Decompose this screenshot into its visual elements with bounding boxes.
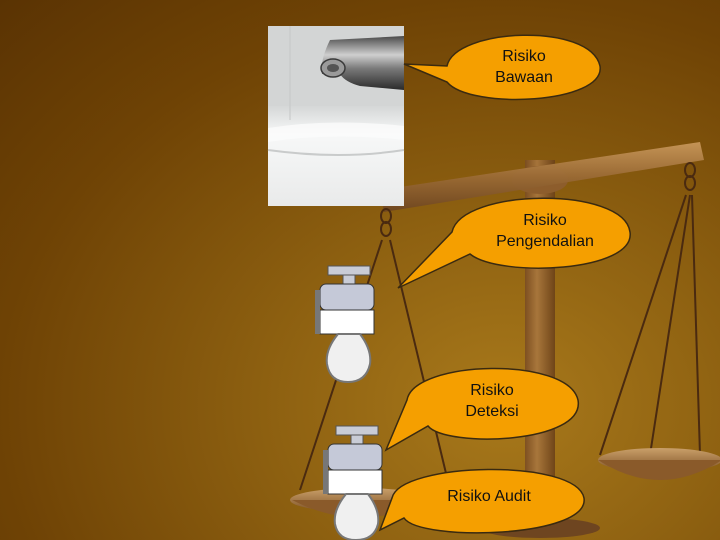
audit-risk-line1: Risiko Audit xyxy=(447,488,531,505)
inherent-risk-line2: Bawaan xyxy=(495,69,553,86)
callout-detection-risk xyxy=(384,367,579,452)
detection-risk-line2: Deteksi xyxy=(465,403,519,420)
inherent-risk-label: Risiko Bawaan xyxy=(462,46,586,88)
control-risk-label: Risiko Pengendalian xyxy=(470,210,620,252)
inherent-risk-line1: Risiko xyxy=(502,48,546,65)
control-risk-line1: Risiko xyxy=(523,212,567,229)
filter-tap-lower xyxy=(323,425,383,540)
right-chain xyxy=(599,162,701,456)
control-risk-line2: Pengendalian xyxy=(496,233,594,250)
callout-control-risk xyxy=(397,197,631,289)
detection-risk-line1: Risiko xyxy=(470,382,514,399)
audit-risk-label: Risiko Audit xyxy=(414,486,564,507)
detection-risk-label: Risiko Deteksi xyxy=(430,380,554,422)
callout-audit-risk xyxy=(378,468,585,534)
filter-tap-upper xyxy=(315,265,375,384)
callout-inherent-risk xyxy=(403,34,601,101)
scale-beam xyxy=(380,142,704,212)
